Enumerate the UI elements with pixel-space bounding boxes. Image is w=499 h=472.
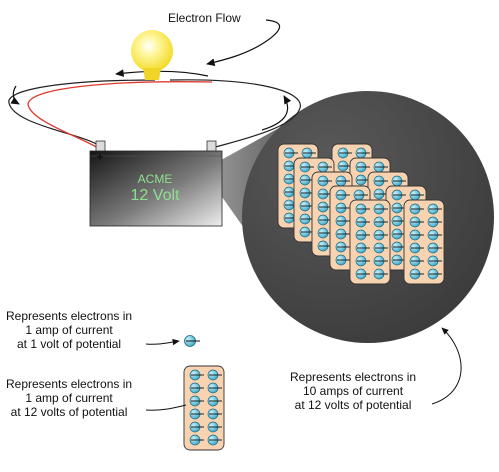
battery-brand-label: ACME: [138, 172, 173, 186]
legend-text-1-volt-line-2: 1 amp of current: [25, 323, 113, 337]
battery-plus-sign: +: [96, 150, 103, 164]
light-bulb-icon: [131, 30, 173, 80]
zoom-caption: Represents electrons in 10 amps of curre…: [290, 370, 416, 412]
title-electron-flow: Electron Flow: [168, 11, 241, 25]
legend-pointer-1-volt: [145, 338, 180, 346]
legend-pointer-12-volts: [145, 404, 187, 411]
zoom-caption-line-2: 10 amps of current: [303, 384, 404, 398]
zoom-caption-line-1: Represents electrons in: [290, 370, 417, 384]
legend-text-12-volts: Represents electrons in 1 amp of current…: [6, 377, 132, 419]
electron-pack-legend: [183, 365, 225, 451]
circuit-wire-positive: [27, 81, 213, 151]
flow-arrow-left: [10, 85, 20, 105]
flow-arrow-top: [115, 69, 209, 77]
legend-text-1-volt-line-3: at 1 volt of potential: [17, 337, 122, 351]
electron-symbol-1-volt: [184, 335, 200, 347]
legend-text-12-volts-line-2: 1 amp of current: [25, 391, 113, 405]
electron-pack-10: [403, 199, 445, 285]
legend-text-12-volts-line-3: at 12 volts of potential: [10, 405, 128, 419]
circuit-wire-return: [169, 79, 301, 149]
title-pointer-arrow: [206, 19, 281, 66]
legend-text-1-volt: Represents electrons in 1 amp of current…: [6, 309, 132, 351]
battery-icon: [89, 140, 223, 227]
battery-voltage-label: 12 Volt: [131, 187, 180, 204]
electron-pack-9: [349, 199, 391, 285]
zoom-caption-line-3: at 12 volts of potential: [294, 398, 412, 412]
legend-text-12-volts-line-1: Represents electrons in: [6, 377, 133, 391]
flow-arrow-right: [261, 95, 292, 131]
zoom-caption-pointer: [431, 327, 462, 405]
circuit-loop-wire-negative: [8, 79, 156, 147]
electron-pack-12-volts: [183, 365, 225, 451]
electron-packs-10-amps: [277, 143, 445, 285]
legend-text-1-volt-line-1: Represents electrons in: [6, 309, 133, 323]
